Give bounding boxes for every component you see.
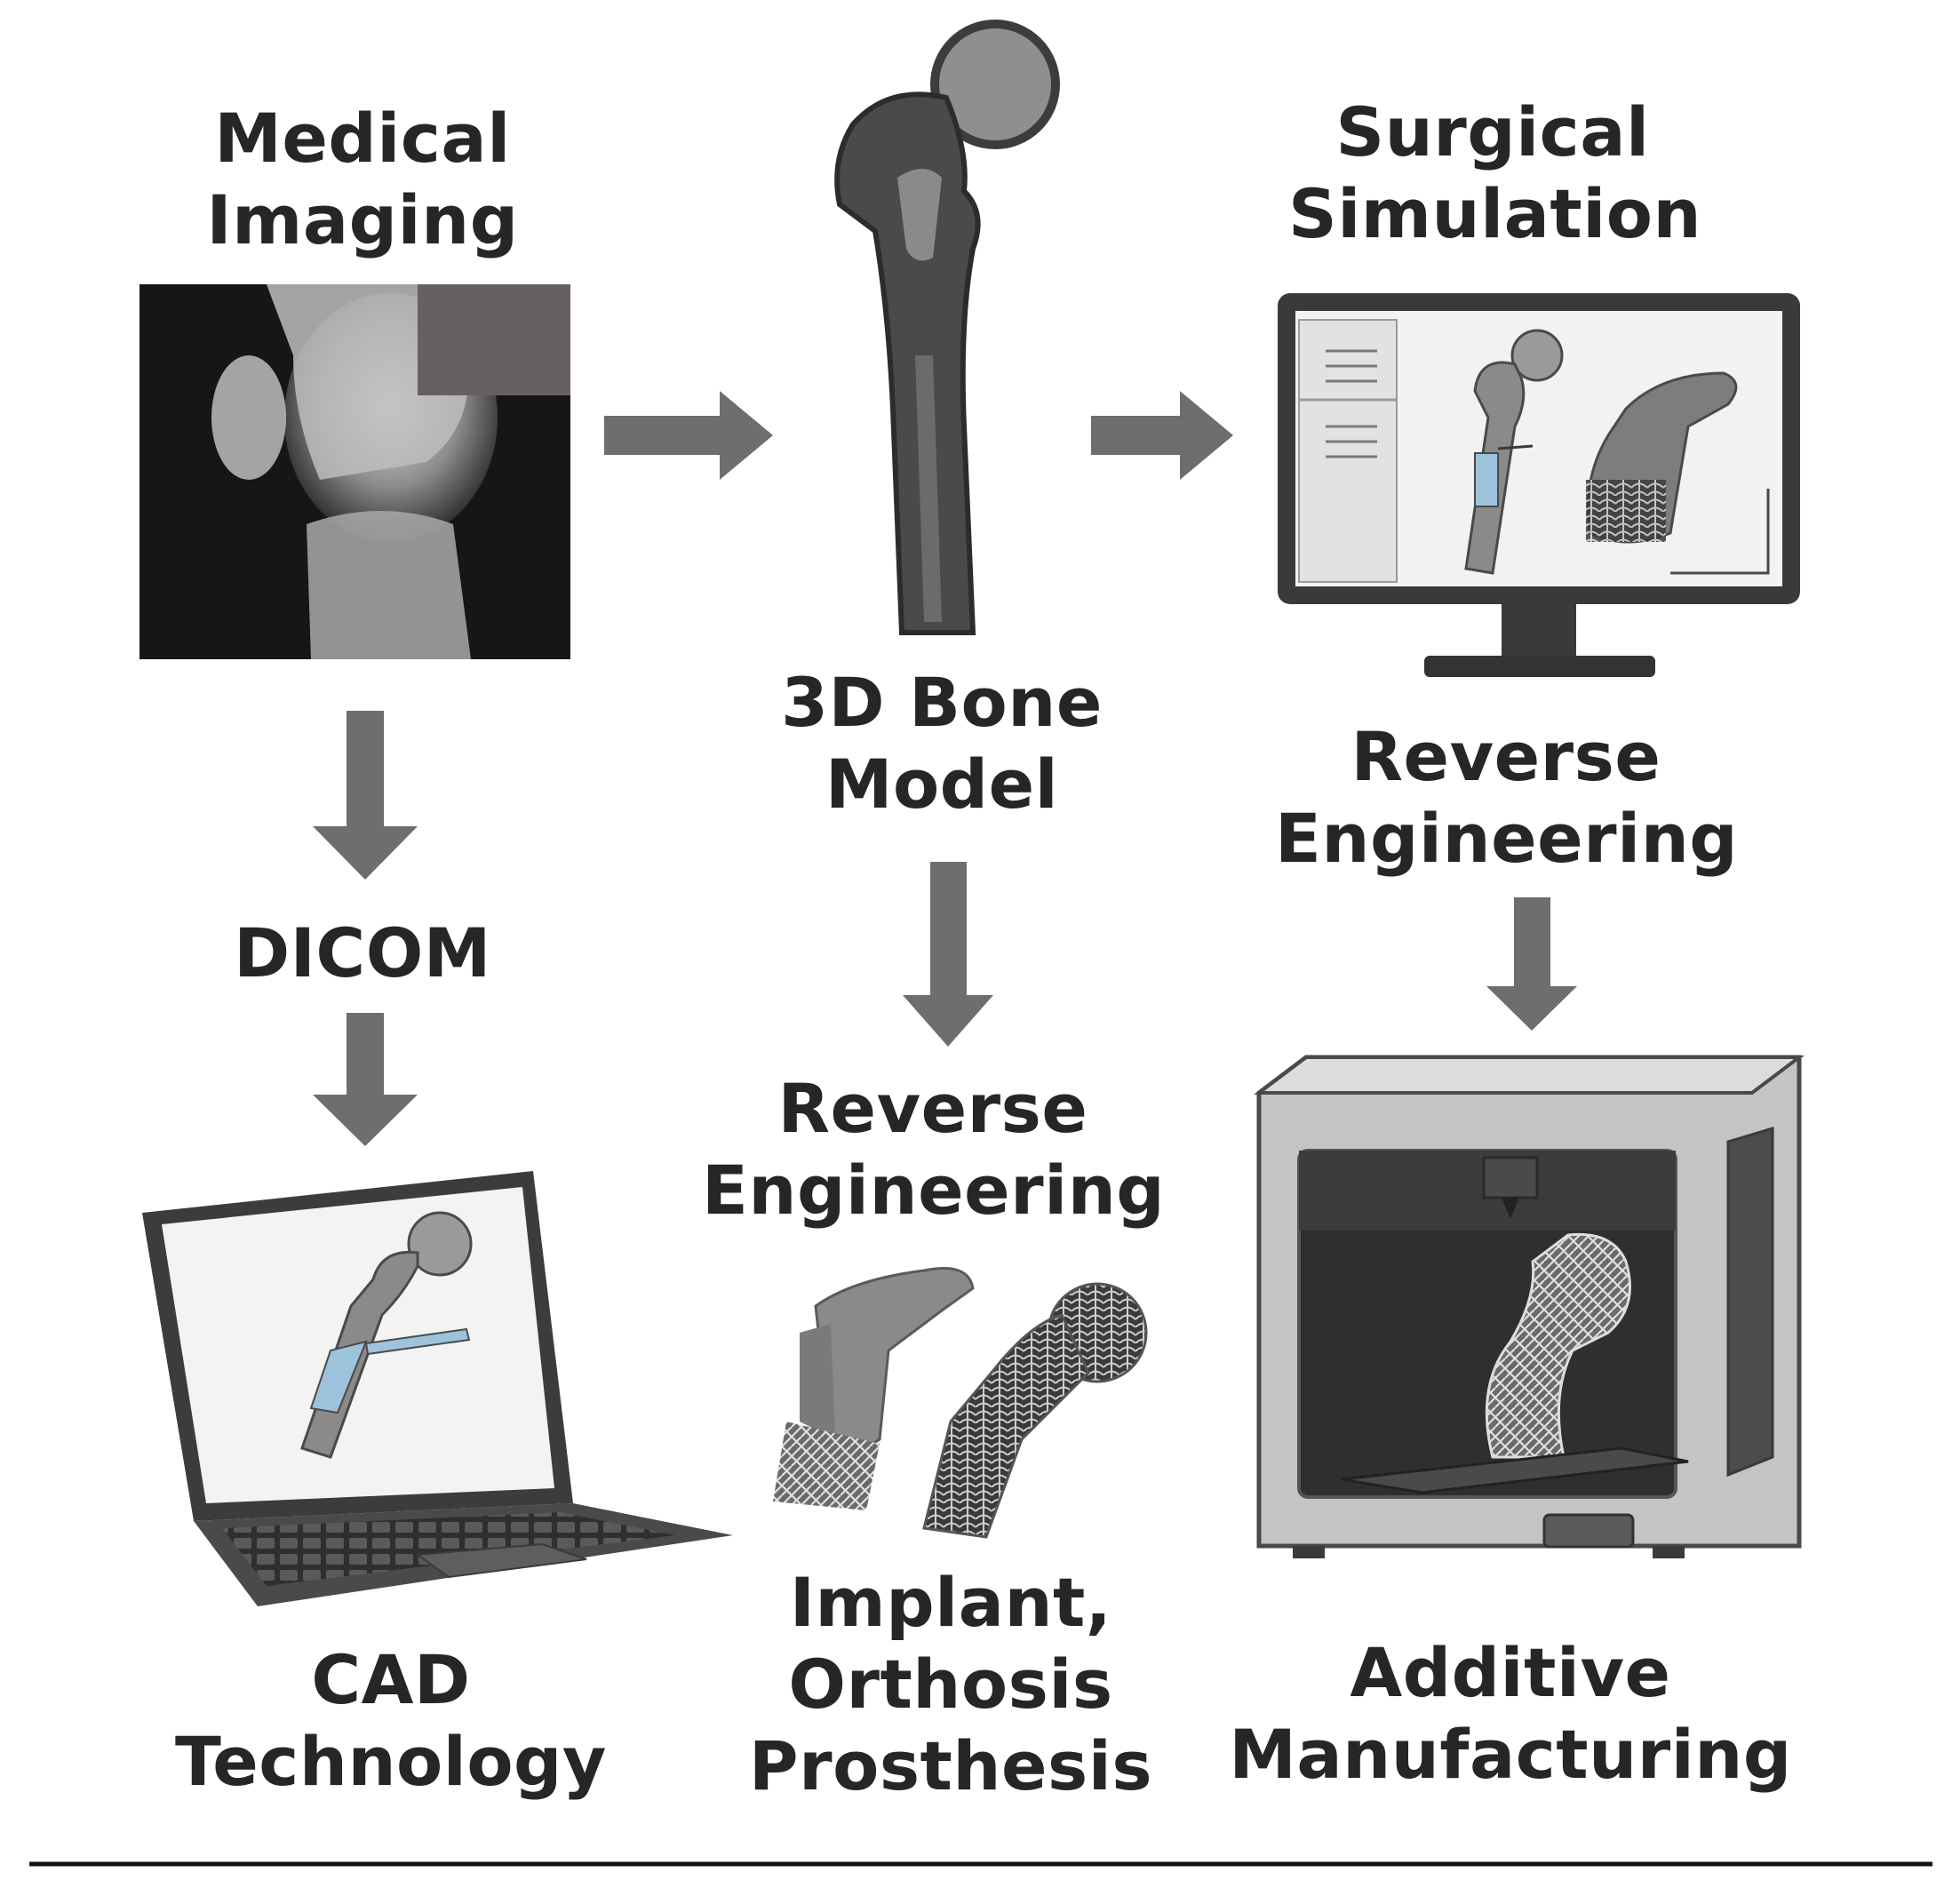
arrow-down-4 (1486, 897, 1577, 1031)
label-medical-imaging: Medical Imaging (206, 99, 519, 259)
label-surgical-simulation: Surgical Simulation (1288, 92, 1702, 253)
arrow-down-1 (313, 711, 418, 880)
label-additive-manufacturing: Additive Manufacturing (1229, 1633, 1792, 1794)
label-dicom: DICOM (234, 913, 491, 992)
label-reverse-engineering-right: Reverse Engineering (1275, 717, 1739, 878)
laptop-icon (142, 1171, 733, 1606)
arrow-right-2 (1091, 391, 1233, 480)
arrow-down-2 (313, 1013, 418, 1146)
arrow-right-1 (604, 391, 773, 480)
label-implant-orthosis-prosthesis: Implant, Orthosis Prosthesis (748, 1563, 1153, 1805)
arrow-down-3 (903, 862, 993, 1047)
3d-printer-icon (1254, 1055, 1805, 1558)
femur-model-icon (834, 20, 1060, 635)
label-3d-bone-model: 3D Bone Model (781, 663, 1103, 824)
label-cad-technology: CAD Technology (175, 1640, 607, 1801)
monitor-icon (1278, 293, 1800, 677)
implant-models-icon (773, 1267, 1148, 1539)
label-reverse-engineering-center: Reverse Engineering (702, 1069, 1166, 1230)
xray-image-icon (139, 284, 570, 659)
